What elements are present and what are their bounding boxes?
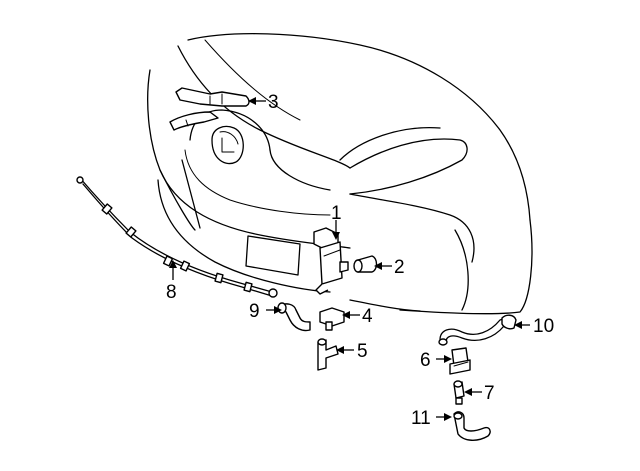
callout-6: 6 — [420, 350, 431, 371]
part-1-washer-pump — [313, 227, 349, 295]
callout-4: 4 — [362, 306, 373, 327]
callout-labels: 1 2 3 4 5 6 7 8 9 10 11 — [166, 92, 554, 429]
callout-arrows — [169, 97, 530, 421]
part-9-elbow — [277, 302, 311, 332]
part-11-hose — [453, 411, 491, 441]
callout-5: 5 — [357, 341, 368, 362]
part-7-fitting — [453, 380, 465, 405]
part-3-headlamp-nozzle — [169, 87, 250, 131]
callout-10: 10 — [533, 316, 554, 337]
callout-9: 9 — [249, 301, 260, 322]
part-8-hose — [76, 176, 278, 298]
callout-1: 1 — [331, 203, 342, 224]
part-5-tee — [317, 338, 339, 371]
vehicle-front-outline — [147, 33, 533, 315]
part-6-valve — [449, 347, 471, 375]
part-2-grommet — [353, 255, 378, 273]
callout-11: 11 — [411, 408, 431, 429]
callout-2: 2 — [394, 257, 405, 278]
callout-7: 7 — [484, 383, 495, 404]
part-4-connector — [319, 307, 345, 331]
callout-3: 3 — [268, 92, 279, 113]
part-10-hose — [438, 314, 517, 346]
callout-8: 8 — [166, 282, 177, 303]
